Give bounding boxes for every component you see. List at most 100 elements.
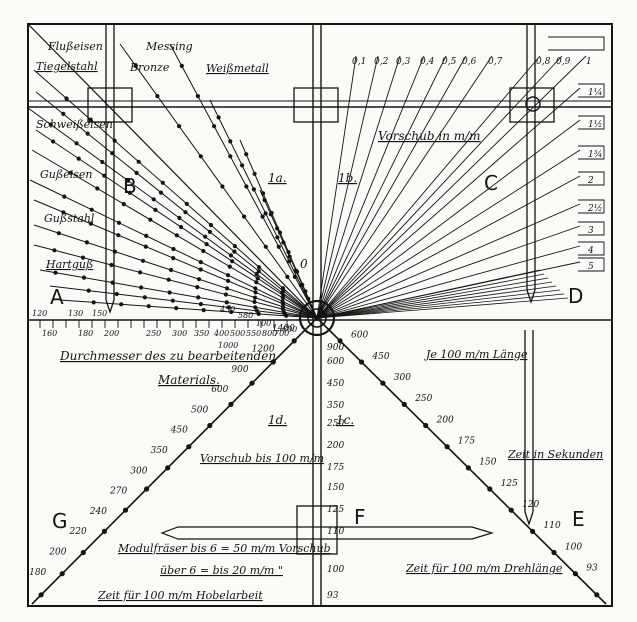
ray-dot — [53, 270, 58, 275]
feed-tick-label: 4 — [587, 246, 594, 256]
center-scale-label: 250 — [326, 419, 344, 429]
diameter-tick-label: 1000 — [218, 341, 238, 350]
diag-dot — [508, 507, 514, 513]
ray-dot — [174, 306, 179, 311]
ray-dot — [230, 259, 235, 264]
ray-dot — [253, 286, 258, 291]
diagonal-scale-label: 450 — [371, 352, 389, 362]
ray-dot — [232, 249, 237, 254]
ray-dot — [178, 224, 184, 230]
ray-dot — [48, 122, 53, 127]
feed-line — [316, 55, 587, 319]
ray-dot — [240, 163, 245, 168]
letter-c: C — [484, 171, 498, 195]
diameter-tick-label: 550 — [246, 329, 261, 338]
feed-line — [316, 285, 557, 319]
ray-dot — [261, 191, 266, 196]
center-scale-label: 600 — [327, 357, 344, 367]
diameter-tick-label: 150 — [92, 309, 107, 318]
ray-dot — [112, 138, 117, 143]
ray-dot — [287, 259, 292, 264]
ray-dot — [212, 124, 217, 129]
ray-dot — [252, 171, 257, 176]
diag-dot — [594, 592, 600, 598]
ray-dot — [251, 187, 256, 192]
ray-dot — [158, 190, 164, 195]
feed-tick-label: 1 — [586, 57, 592, 67]
diag-dot — [291, 338, 297, 344]
diag-dot — [144, 486, 150, 492]
feed-line — [316, 245, 581, 319]
feed-notch — [578, 199, 605, 214]
feed-tick-label: 0,1 — [352, 57, 366, 67]
center-scale-label: 350 — [327, 401, 344, 411]
ray-dot — [51, 139, 56, 144]
diagonal-scale-label: 500 — [191, 405, 208, 415]
feed-line — [316, 281, 553, 319]
label-durchmesser-1: Durchmesser des zu bearbeitenden — [59, 349, 276, 363]
ray-dot — [143, 244, 148, 249]
ray-dot — [198, 154, 203, 159]
diag-dot — [551, 549, 557, 556]
ray-dot — [95, 186, 100, 191]
diameter-tick-label: 120 — [32, 309, 47, 318]
material-ray — [33, 69, 318, 319]
diag-dot — [59, 571, 65, 577]
label-zeit-hobelarbeit: Zeit für 100 m/m Hobelarbeit — [97, 589, 263, 602]
diameter-tick-label: 500 — [230, 329, 245, 338]
ray-dot — [286, 250, 291, 255]
ray-dot — [244, 184, 249, 189]
ray-dot — [226, 278, 231, 283]
diagonal-scale-label: 600 — [351, 331, 368, 341]
center-scale-label: 900 — [327, 343, 344, 353]
letter-d: D — [568, 284, 583, 308]
ray-dot — [198, 267, 203, 272]
ray-dot — [80, 255, 86, 260]
ray-dot — [195, 94, 200, 99]
ray-dot — [253, 290, 258, 295]
feed-line — [316, 87, 581, 319]
ray-dot — [303, 289, 308, 294]
ray-dot — [110, 280, 115, 285]
feed-line — [316, 55, 493, 319]
diag-dot — [530, 528, 536, 535]
ray-dot — [220, 184, 225, 189]
ray-dot — [252, 299, 257, 304]
ray-dot — [198, 260, 203, 265]
ray-dot — [254, 308, 259, 313]
ray-dot — [133, 63, 138, 68]
material-ray — [35, 91, 318, 319]
diagonal-scale-label: 110 — [544, 521, 561, 531]
material-ray — [33, 199, 318, 319]
ray-dot — [91, 300, 96, 305]
ray-dot — [229, 309, 234, 315]
letter-e: E — [572, 507, 585, 531]
feed-line — [316, 55, 447, 319]
material-ray — [33, 224, 318, 319]
feed-fan-lines — [316, 55, 587, 319]
diagonal-scale-label: 175 — [458, 437, 475, 447]
diagonal-scale-label: 180 — [29, 568, 46, 578]
ray-dot — [284, 313, 289, 318]
diagonal-scale-label: 900 — [231, 365, 248, 375]
ray-dot — [160, 180, 165, 185]
ray-dot — [201, 248, 206, 254]
ray-dot — [121, 202, 126, 207]
diag-dot — [423, 422, 429, 429]
ray-dot — [148, 217, 153, 222]
feed-line — [316, 175, 581, 319]
diagonal-scale-label: 1400 — [272, 324, 295, 334]
diagonal-scale-label: 600 — [211, 385, 228, 395]
diagonal-scale-label: 200 — [436, 415, 454, 425]
diagonal-scale-label: 93 — [586, 564, 598, 574]
ray-dot — [306, 296, 311, 301]
ray-dot — [151, 197, 156, 202]
ray-dot — [255, 276, 260, 281]
diameter-tick-label: 160 — [42, 329, 57, 338]
ray-dot — [208, 222, 213, 228]
ray-dot — [225, 273, 231, 278]
ray-dot — [56, 231, 62, 236]
label-tiegelstahl: Tiegelstahl — [36, 60, 98, 73]
ray-dot — [183, 210, 188, 215]
